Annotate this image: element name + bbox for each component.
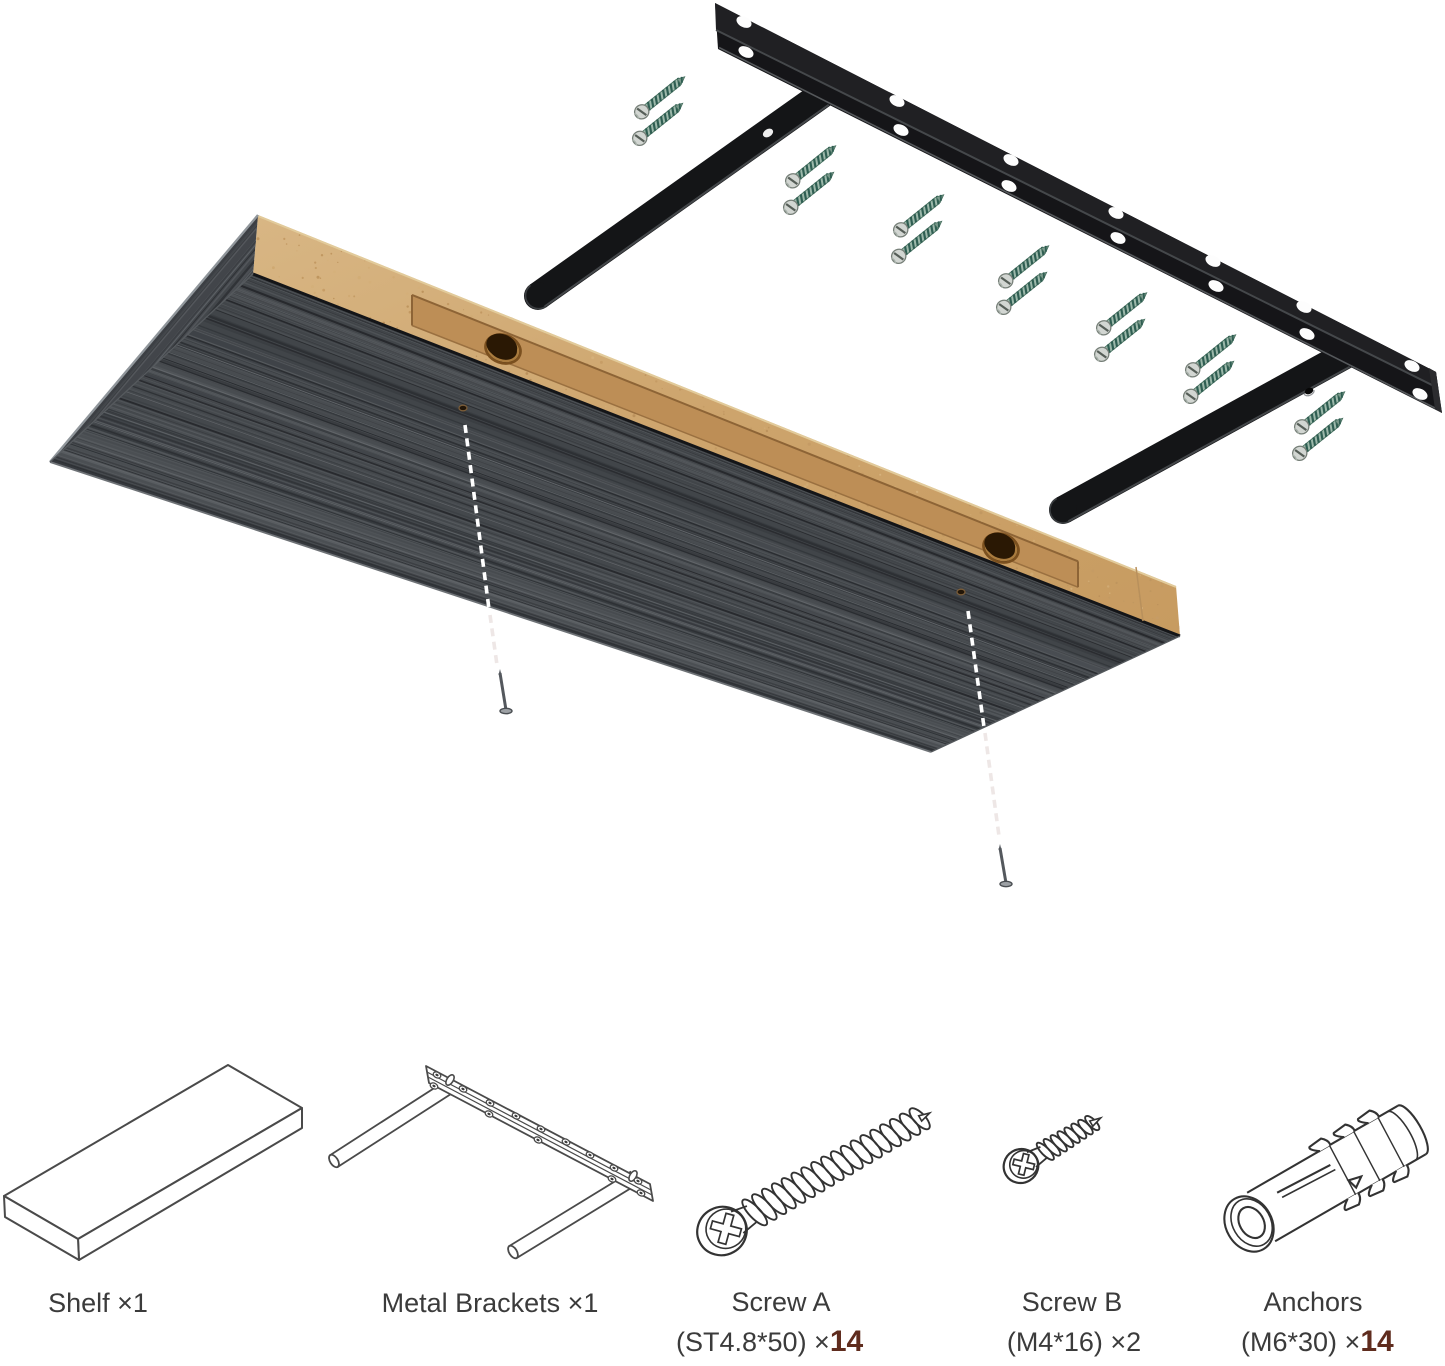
- svg-text:(ST4.8*50) ×14: (ST4.8*50) ×14: [676, 1325, 864, 1358]
- svg-text:(M6*30) ×14: (M6*30) ×14: [1241, 1325, 1394, 1358]
- svg-text:Screw B: Screw B: [1022, 1287, 1123, 1317]
- svg-text:Shelf ×1: Shelf ×1: [48, 1288, 148, 1318]
- svg-text:(M4*16) ×2: (M4*16) ×2: [1007, 1327, 1141, 1357]
- svg-text:Anchors: Anchors: [1263, 1287, 1362, 1317]
- svg-text:Screw A: Screw A: [731, 1287, 830, 1317]
- svg-text:Metal Brackets ×1: Metal Brackets ×1: [382, 1288, 599, 1318]
